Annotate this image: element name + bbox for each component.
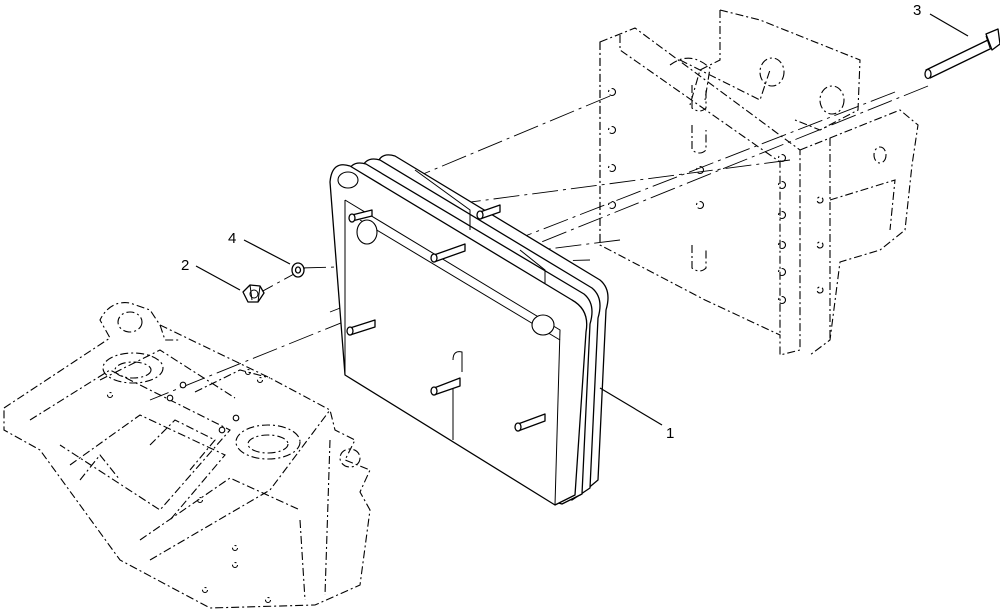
plate-pins <box>346 204 546 432</box>
bracket-small-holes <box>106 368 272 604</box>
bolt <box>924 28 1000 80</box>
callout-1: 1 <box>599 387 674 442</box>
callout-3: 3 <box>913 2 969 37</box>
bracket-holes <box>607 87 824 305</box>
washer <box>291 262 305 278</box>
callout-2: 2 <box>181 257 241 291</box>
callout-label-1: 1 <box>666 425 674 442</box>
callout-4: 4 <box>228 230 291 265</box>
nut <box>242 284 265 303</box>
callout-label-4: 4 <box>228 230 236 247</box>
callout-label-2: 2 <box>181 257 189 274</box>
rear-mounting-bracket <box>599 9 919 356</box>
weight-plate-stack <box>329 154 609 506</box>
callout-label-3: 3 <box>913 2 921 19</box>
front-weight-bracket <box>3 302 371 609</box>
